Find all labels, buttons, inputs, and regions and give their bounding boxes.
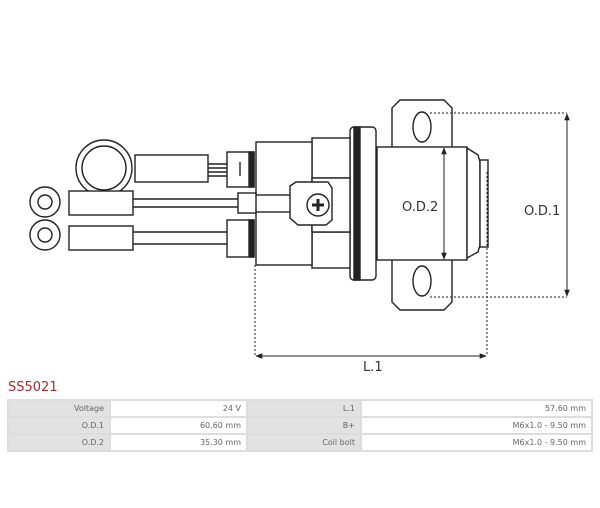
specs-table: Voltage 24 V L.1 57.60 mm O.D.1 60.60 mm… [7,399,593,452]
table-row: Voltage 24 V L.1 57.60 mm [9,401,591,416]
spec-label: L.1 [248,401,360,416]
large-ring-terminal [75,139,255,197]
od1-label: O.D.1 [524,204,560,219]
spec-value: 57.60 mm [362,401,591,416]
solenoid-technical-drawing: O.D.1 O.D.2 L.1 [29,99,570,375]
mounting-ear-top [391,99,453,147]
table-row: O.D.2 35.30 mm Coil bolt M6x1.0 - 9.50 m… [9,435,591,450]
spec-value: M6x1.0 - 9.50 mm [362,435,591,450]
spec-value: 35.30 mm [111,435,246,450]
spec-label: O.D.2 [9,435,109,450]
spec-value: 60.60 mm [111,418,246,433]
small-ring-terminal-2 [29,219,255,258]
small-ring-terminal-1 [29,186,257,218]
spec-value: 24 V [111,401,246,416]
terminal-bracket [289,181,333,226]
table-row: O.D.1 60.60 mm B+ M6x1.0 - 9.50 mm [9,418,591,433]
spec-label: Voltage [9,401,109,416]
spec-label: B+ [248,418,360,433]
spec-value: M6x1.0 - 9.50 mm [362,418,591,433]
spec-label: O.D.1 [9,418,109,433]
product-code: SS5021 [8,380,58,395]
od2-label: O.D.2 [402,200,438,215]
spec-label: Coil bolt [248,435,360,450]
end-cap [466,146,481,260]
mounting-ear-bottom [391,260,453,311]
l1-label: L.1 [363,360,383,375]
solenoid-body [376,146,468,261]
